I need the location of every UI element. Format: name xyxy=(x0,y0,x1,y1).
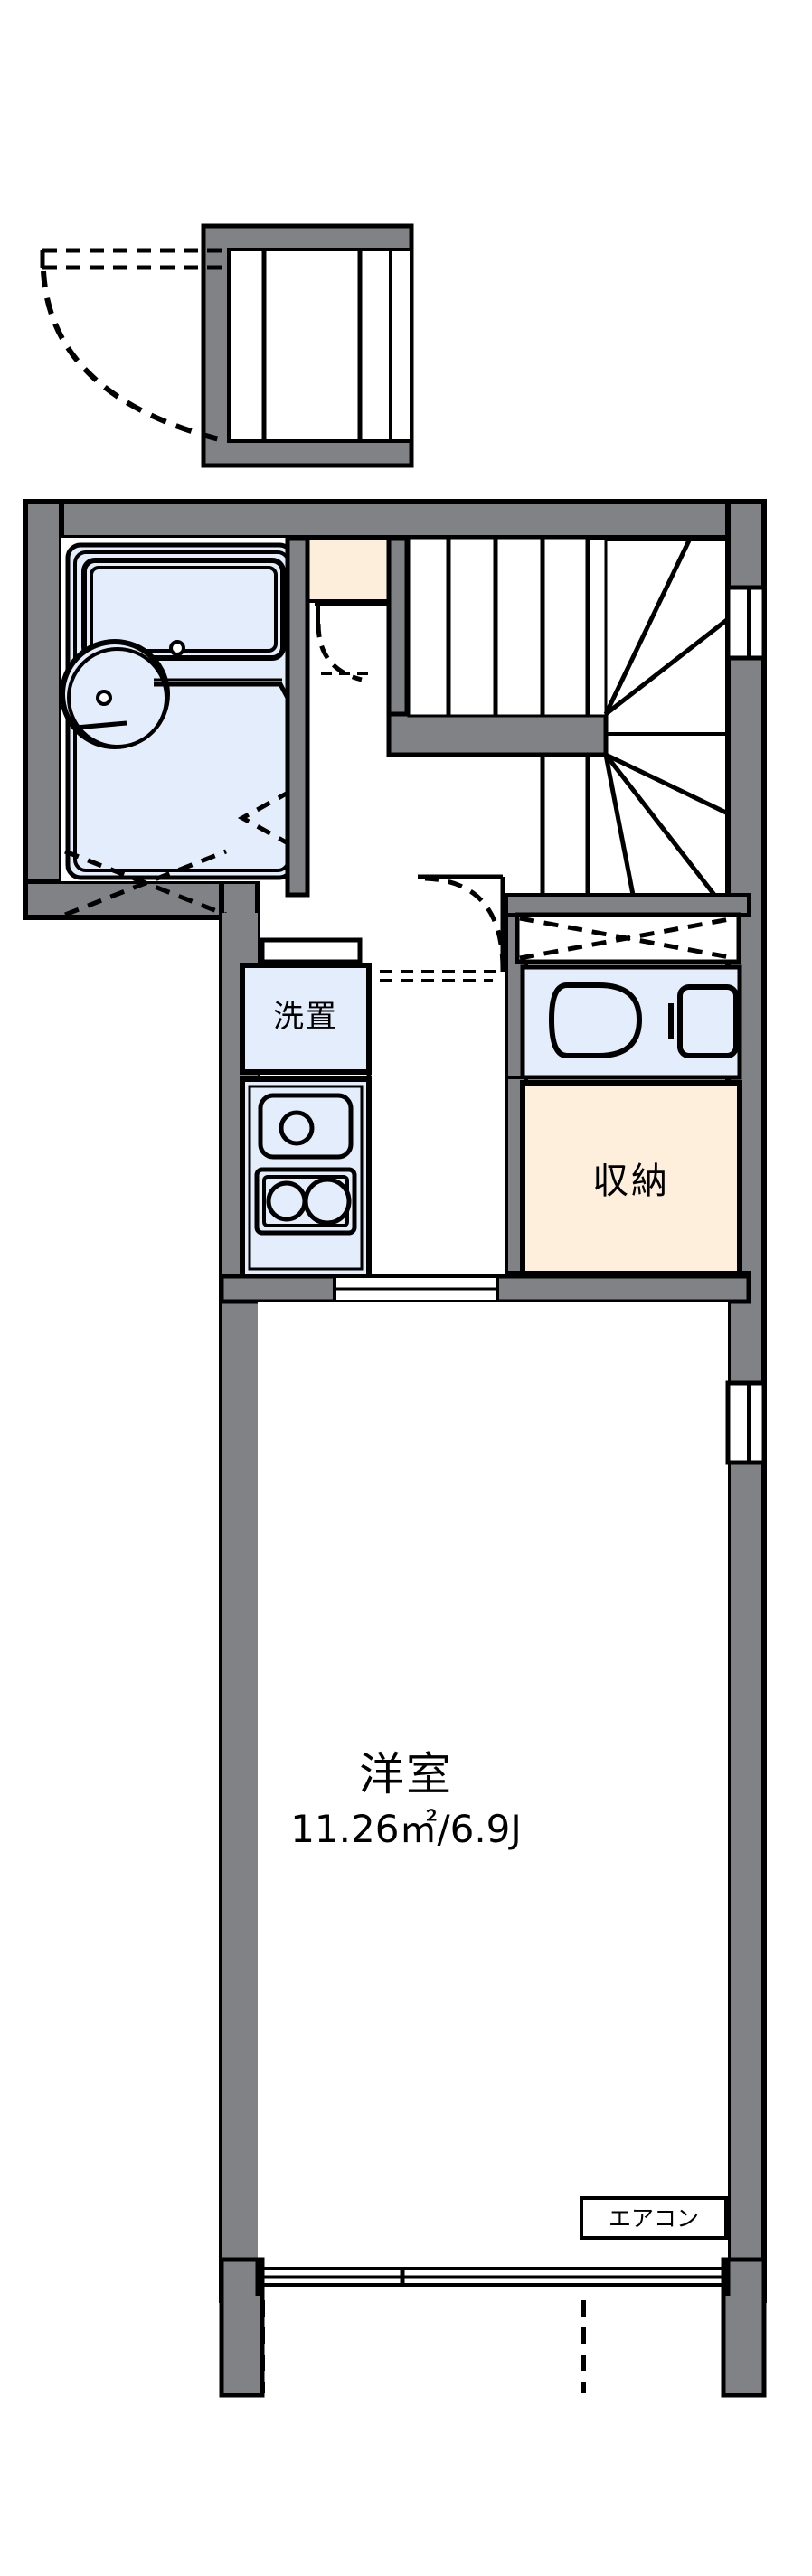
stair-wall-bottom xyxy=(386,711,609,757)
room-window xyxy=(725,1380,767,1465)
hall-entry-group xyxy=(306,536,391,682)
stair-winder-treads xyxy=(540,539,730,897)
partition-bath-hall xyxy=(285,535,310,898)
aircon-box xyxy=(580,2196,728,2240)
balcony-window-group xyxy=(219,2257,767,2398)
exterior-wall-left-upper xyxy=(23,499,64,920)
exterior-wall-top xyxy=(23,499,767,541)
bathtub-drain-icon xyxy=(169,640,185,656)
winder-6 xyxy=(603,754,636,896)
main-room-group xyxy=(258,1302,767,2296)
toilet-door-fold-2 xyxy=(519,916,735,961)
corridor-door-group xyxy=(380,874,506,982)
winder-2 xyxy=(604,617,730,716)
entrance-porch-floor xyxy=(227,248,413,443)
main-room-floor xyxy=(258,1302,728,2296)
kitchen-group xyxy=(240,937,372,1279)
stove-burner-left-icon xyxy=(266,1180,307,1222)
toilet-room-group xyxy=(505,893,751,1123)
hall-door-swing-arc xyxy=(316,623,363,682)
winder-1 xyxy=(603,539,692,716)
stove-burner-right-icon xyxy=(303,1177,352,1226)
washer-space-label: 洗置 xyxy=(273,999,338,1035)
aircon-label: エアコン xyxy=(608,2205,699,2232)
entrance-door-swing-arc xyxy=(41,270,227,444)
bath-door-fold-2 xyxy=(64,849,227,917)
staircase-group xyxy=(386,535,767,897)
aircon-group xyxy=(580,2196,728,2240)
entrance-porch-group xyxy=(40,223,414,468)
stair-straight-run xyxy=(407,536,608,718)
washbasin-drain-icon xyxy=(96,690,112,706)
toilet-tank xyxy=(677,984,739,1058)
exterior-wall-bath-bottom xyxy=(23,879,231,920)
room-divider-group xyxy=(219,1274,751,1413)
bathtub-inner xyxy=(90,566,278,653)
unit-bath-group xyxy=(60,538,295,917)
winder-5 xyxy=(604,753,716,897)
main-room-name-label: 洋室 xyxy=(359,1748,453,1800)
washer-upper-shelf xyxy=(260,937,363,964)
bath-washbasin-bowl-inner xyxy=(67,647,168,748)
washing-machine-space xyxy=(240,963,372,1075)
storage-label: 収納 xyxy=(592,1161,670,1202)
main-room-area-label: 11.26㎡/6.9J xyxy=(290,1807,522,1851)
stair-window xyxy=(725,585,767,661)
kitchen-sink-drain-icon xyxy=(279,1110,315,1146)
toilet-wall-top xyxy=(505,893,751,917)
basin-counter-edge-3 xyxy=(75,720,127,730)
entry-tile-area xyxy=(306,536,391,603)
toilet-bowl xyxy=(548,982,643,1058)
corridor-door-swing-arc xyxy=(424,876,505,970)
bath-shower-mark xyxy=(237,788,293,848)
winder-4 xyxy=(604,752,730,816)
basin-counter-edge xyxy=(154,682,290,700)
